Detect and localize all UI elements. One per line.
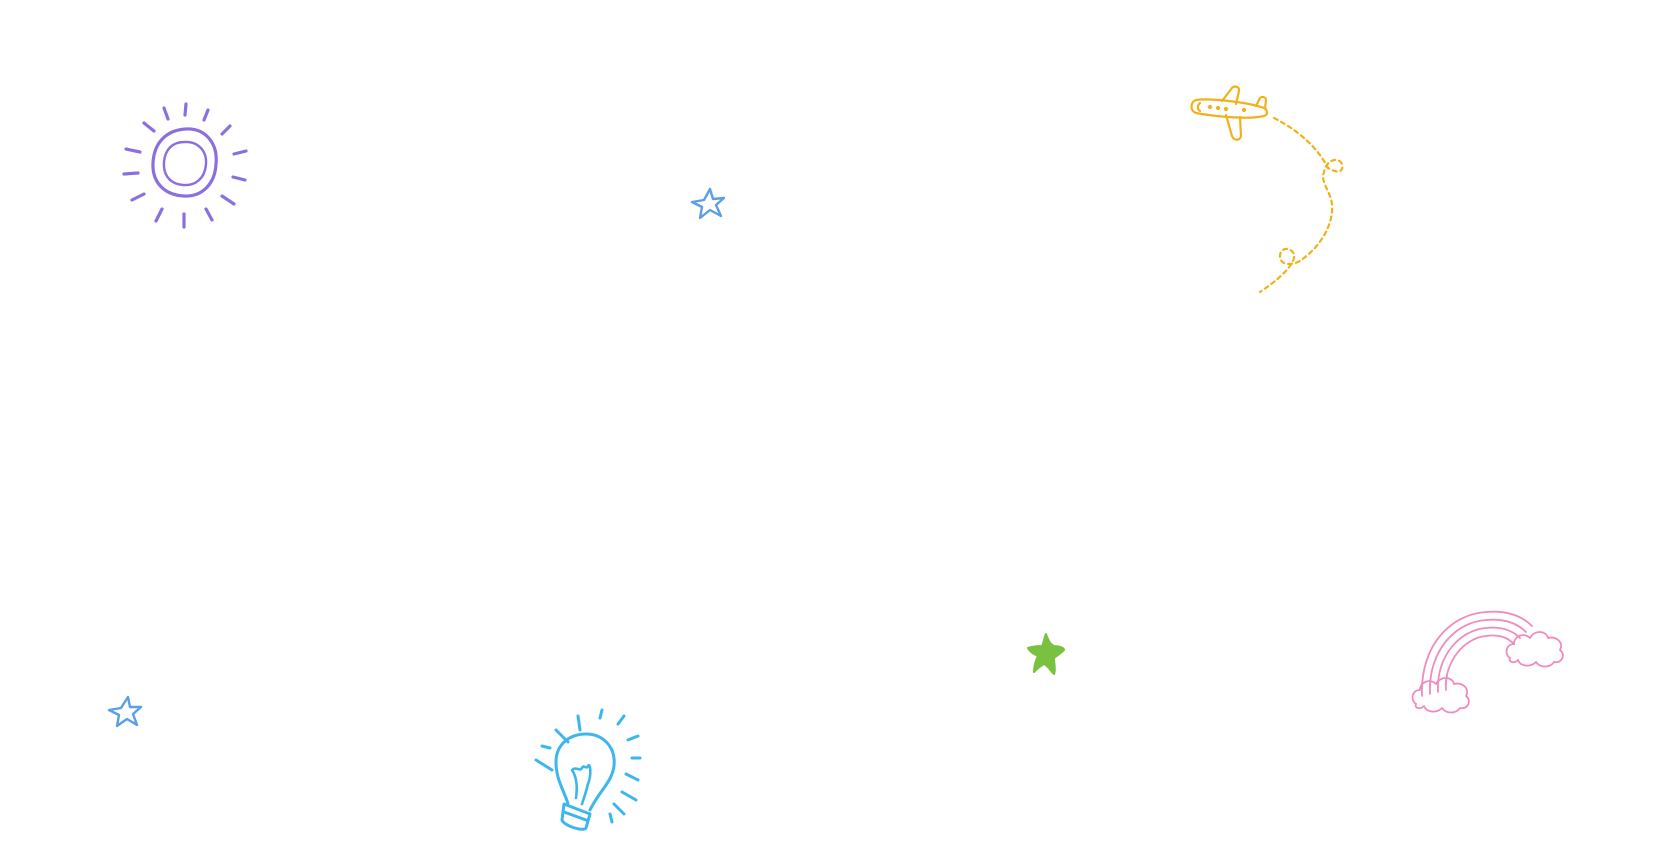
- lightbulb-icon: [528, 694, 646, 836]
- star-filled-icon: [1026, 632, 1068, 676]
- rainbow-icon: [1411, 604, 1570, 714]
- paper-plane-icon: [1188, 85, 1356, 308]
- star-outline-icon: [106, 694, 146, 734]
- star-outline-icon: [688, 186, 728, 226]
- sun-icon: [122, 100, 250, 232]
